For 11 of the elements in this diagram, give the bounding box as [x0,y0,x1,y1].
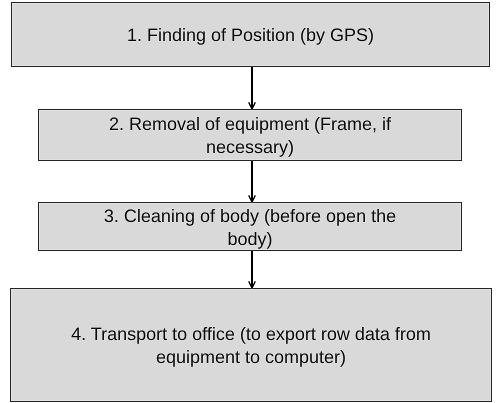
step-text: 3. Cleaning of body (before open the body) [102,204,398,250]
step-text: 1. Finding of Position (by GPS) [126,24,374,47]
process-box [10,288,492,402]
arrow [248,67,256,110]
process-box [38,109,462,161]
step-text: 4. Transport to office (to export row data from equipment to computer) [70,323,432,369]
process-box [11,2,490,67]
process-box [38,202,462,251]
arrow [248,251,256,289]
step-text: 2. Removal of equipment (Frame, if necessary) [108,113,392,159]
arrow [248,161,256,203]
